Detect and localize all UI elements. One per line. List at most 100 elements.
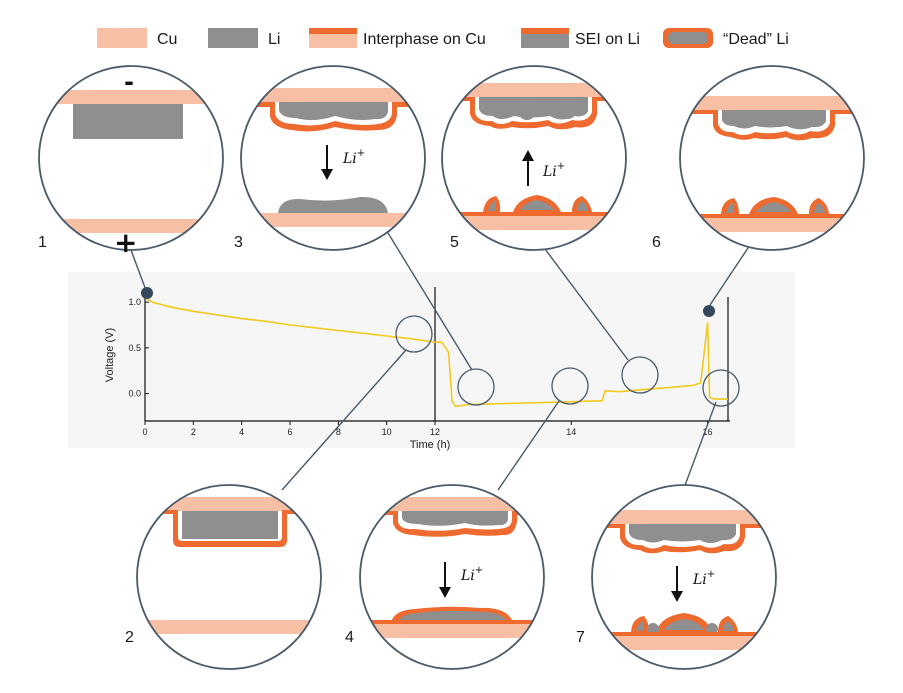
sei-layer-top [442,97,626,130]
y-tick-label: 0.5 [128,343,141,353]
legend-item-sei-li: SEI on Li [521,28,640,48]
legend-label-cu: Cu [157,31,177,48]
x-tick-label: 16 [703,427,713,437]
cu-bottom-electrode [442,216,626,230]
dead-li-center-core [756,202,791,212]
callout-circle-6 [679,65,865,251]
step-number-5: 5 [450,234,459,251]
callout-line-3 [387,232,473,371]
cu-top-electrode [137,497,321,511]
dissolving-li-bump [518,102,536,120]
li-block [73,104,183,139]
dead-li-top-layer [680,110,864,141]
callout-circle-7: Li+ [591,484,777,670]
callout-circle-1: - + [38,65,224,259]
sei-li-swatch-top [521,28,569,34]
legend-item-dead-li: “Dead” Li [663,28,789,48]
callout-line-5 [544,248,629,361]
circle-1-border [38,65,224,251]
callout-line-7 [683,401,717,489]
sei-layer [241,102,425,132]
x-tick-label: 2 [191,427,196,437]
x-axis-label: Time (h) [410,439,451,451]
interphase-on-cu [592,632,776,636]
down-arrow-icon [439,562,451,598]
up-arrow-icon [522,150,534,186]
x-tick-label: 4 [239,427,244,437]
dead-li-top-core [722,110,826,130]
y-axis-label: Voltage (V) [104,328,116,382]
cu-bottom-electrode [241,213,425,227]
interphase-on-cu [442,212,626,216]
legend-item-interphase-cu: Interphase on Cu [309,28,486,48]
li-deposit-bottom [399,610,506,620]
cu-top-electrode [680,96,864,110]
cu-top-electrode [442,83,626,97]
li-deposit-bottom [278,196,388,213]
callout-line-2 [281,349,407,491]
li-ion-label: Li+ [542,161,565,180]
callout-circle-2 [136,484,322,670]
cu-top-electrode [39,90,223,104]
x-tick-label: 10 [382,427,392,437]
cu-bottom-electrode [680,218,864,232]
dead-li-right-core [723,621,734,631]
dead-li-right-core [577,201,588,211]
callout-circle-5: Li+ [441,65,627,251]
circle-6-border [679,65,865,251]
interphase-on-cu [680,214,864,218]
x-tick-label: 8 [336,427,341,437]
circle-2-border [136,484,322,670]
highlight-circle-3 [457,368,495,406]
dead-li-swatch-core [668,32,708,44]
dead-li-left-core [726,203,734,213]
li-block [182,511,278,539]
x-tick-label: 12 [430,427,440,437]
li-swatch [208,28,258,48]
legend-item-cu: Cu [97,28,177,48]
voltage-curve [144,296,728,408]
highlight-circle-5 [621,356,659,394]
step-numbers: 1 2 3 4 5 6 7 [38,234,661,646]
cu-bottom-electrode [39,219,223,233]
y-tick-label: 1.0 [128,297,141,307]
legend-label-dead-li: “Dead” Li [723,31,789,48]
state-marker-6 [703,305,715,317]
cu-top-electrode [360,497,544,511]
positive-sign: + [114,226,137,259]
circle-4-border [359,484,545,670]
highlight-circle-7 [702,369,740,407]
circle-3-border [240,65,426,251]
circle-5-border [441,65,627,251]
dead-li-left-core [488,201,496,211]
li-deposit-top [629,524,736,543]
callout-lines [130,232,751,491]
li-ion-label: Li+ [692,569,715,588]
state-marker-1 [141,287,153,299]
down-arrow-icon [671,566,683,602]
step-number-3: 3 [234,234,243,251]
dead-li-left-core [636,621,644,631]
cu-bottom-electrode [360,624,544,638]
chart-highlight-circles [395,315,740,407]
x-tick-label: 14 [566,427,576,437]
y-tick-label: 0.0 [128,389,141,399]
y-ticks: 0.0 0.5 1.0 [128,297,149,399]
cu-swatch [97,28,147,48]
dead-li-center-core [520,200,554,210]
legend-label-sei-li: SEI on Li [575,31,640,48]
legend-item-li: Li [208,28,280,48]
cu-top-electrode [241,88,425,102]
step-number-7: 7 [576,629,585,646]
step-number-1: 1 [38,234,47,251]
negative-sign: - [124,68,134,96]
step-number-2: 2 [125,629,134,646]
cu-bottom-electrode [137,620,321,634]
x-tick-label: 6 [287,427,292,437]
legend: Cu Li Interphase on Cu SEI on Li “Dead” … [97,28,789,48]
dissolving-li-bump [560,103,576,119]
cu-top-electrode [592,510,776,524]
